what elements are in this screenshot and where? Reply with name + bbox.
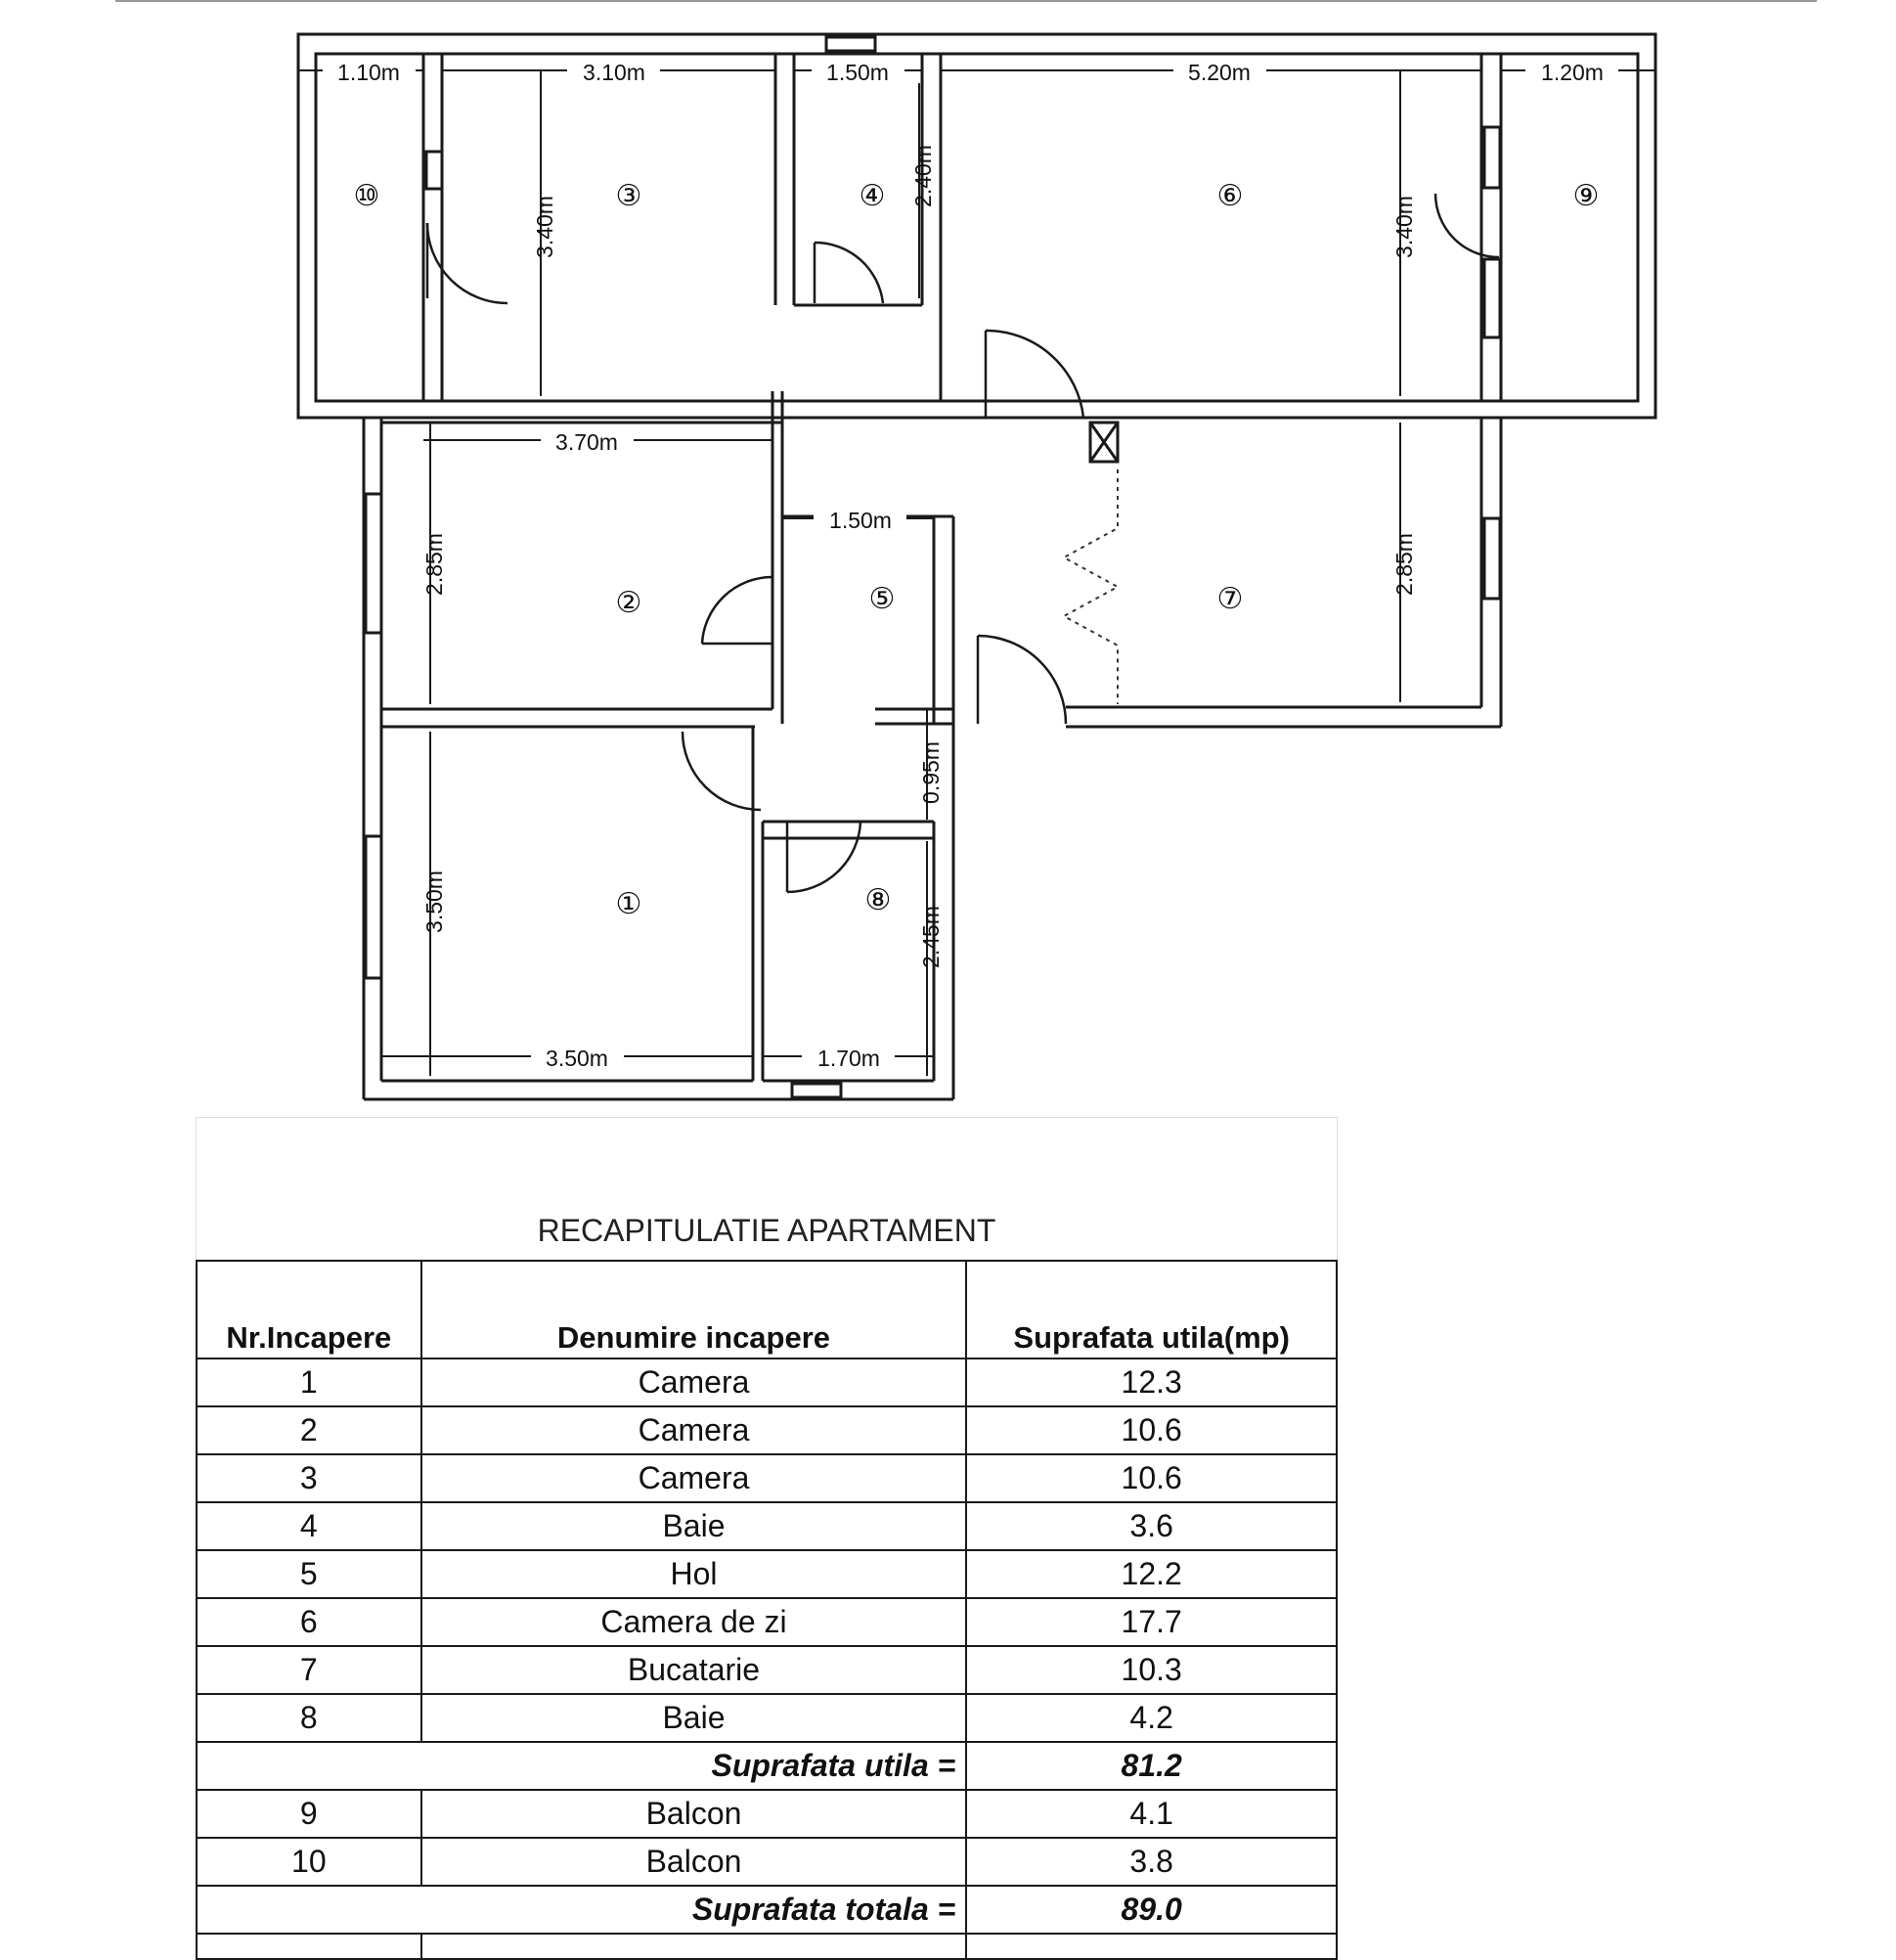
cell-area: 3.8: [965, 1837, 1338, 1887]
room-number-5: ⑤: [869, 583, 896, 615]
cut-cell: [965, 1933, 1338, 1960]
room-numbers: ① ② ③ ④ ⑤ ⑥ ⑦ ⑧ ⑨ ⑩: [354, 180, 1600, 920]
cell-area: 17.7: [965, 1597, 1338, 1647]
cell-area: 4.1: [965, 1789, 1338, 1839]
room-number-3: ③: [616, 180, 642, 212]
dim-room5-width: 1.50m: [829, 508, 892, 533]
room-number-9: ⑨: [1573, 180, 1600, 212]
useful-area-row: Suprafata utila = 81.2: [195, 1741, 1338, 1791]
dim-room4-width: 1.50m: [826, 60, 889, 85]
room-number-1: ①: [616, 888, 642, 920]
total-area-value: 89.0: [965, 1885, 1338, 1935]
cell-name: Baie: [419, 1693, 968, 1743]
cell-nr: 7: [196, 1645, 422, 1695]
dim-hall-height: 0.95m: [918, 741, 944, 804]
cell-name: Bucatarie: [419, 1645, 968, 1695]
dim-room3-height: 3.40m: [532, 196, 557, 258]
cut-cell: [196, 1933, 422, 1960]
cell-nr: 4: [196, 1501, 422, 1551]
cell-name: Camera de zi: [419, 1597, 968, 1647]
dim-room10-width: 1.10m: [337, 60, 400, 85]
room-number-7: ⑦: [1217, 583, 1244, 615]
dim-room6-width: 5.20m: [1188, 60, 1251, 85]
cell-name: Camera: [419, 1358, 968, 1407]
cell-nr: 6: [196, 1597, 422, 1647]
cell-name: Hol: [419, 1549, 968, 1599]
summary-panel: RECAPITULATIE APARTAMENT Nr.Incapere Den…: [195, 1117, 1338, 1960]
cell-area: 3.6: [965, 1501, 1338, 1551]
cell-name: Baie: [419, 1501, 968, 1551]
cell-area: 12.2: [965, 1549, 1338, 1599]
header-useful-area: Suprafata utila(mp): [965, 1260, 1338, 1359]
folding-door: [1061, 469, 1121, 704]
dim-room2-width: 3.70m: [555, 429, 618, 455]
cell-area: 10.6: [965, 1453, 1338, 1503]
useful-area-label: Suprafata utila =: [195, 1741, 968, 1791]
room-number-6: ⑥: [1217, 180, 1244, 212]
dim-room2-height: 2.85m: [421, 533, 447, 596]
cut-off-row: [196, 1933, 1338, 1960]
cell-area: 12.3: [965, 1358, 1338, 1407]
header-room-number: Nr.Incapere: [196, 1260, 422, 1359]
cell-nr: 1: [196, 1358, 422, 1407]
dim-room1-width: 3.50m: [546, 1046, 608, 1071]
room-number-10: ⑩: [354, 180, 380, 212]
dim-room7-height: 2.85m: [1391, 533, 1417, 596]
dim-room4-height: 2.40m: [910, 145, 936, 207]
cut-cell: [419, 1933, 968, 1960]
dim-room8-width: 1.70m: [817, 1046, 880, 1071]
dimension-labels: 1.10m 3.10m 1.50m 5.20m 1.20m 3.40m 2.40…: [323, 59, 1618, 1071]
header-room-name: Denumire incapere: [419, 1260, 968, 1359]
total-area-label: Suprafata totala =: [195, 1885, 968, 1935]
dim-room6-height: 3.40m: [1391, 196, 1417, 258]
cell-nr: 3: [196, 1453, 422, 1503]
summary-title: RECAPITULATIE APARTAMENT: [537, 1213, 996, 1248]
dim-room8-height: 2.45m: [918, 906, 944, 968]
dimension-lines: [298, 69, 1655, 1076]
cell-name: Balcon: [419, 1837, 968, 1887]
summary-table: Nr.Incapere Denumire incapere Suprafata …: [195, 1260, 1338, 1960]
useful-area-value: 81.2: [965, 1741, 1338, 1791]
room-number-4: ④: [860, 180, 886, 212]
room-number-8: ⑧: [865, 884, 892, 916]
door-swings: [425, 193, 1500, 894]
cell-name: Balcon: [419, 1789, 968, 1839]
floor-plan: 1.10m 3.10m 1.50m 5.20m 1.20m 3.40m 2.40…: [115, 0, 1817, 1101]
cell-area: 10.6: [965, 1405, 1338, 1455]
table-header-row: Nr.Incapere Denumire incapere Suprafata …: [196, 1260, 1338, 1359]
cell-area: 10.3: [965, 1645, 1338, 1695]
room-number-2: ②: [616, 587, 642, 619]
total-area-row: Suprafata totala = 89.0: [195, 1885, 1338, 1935]
dim-room9-width: 1.20m: [1541, 60, 1604, 85]
cell-nr: 5: [196, 1549, 422, 1599]
cell-nr: 8: [196, 1693, 422, 1743]
cell-area: 4.2: [965, 1693, 1338, 1743]
walls: [296, 32, 1657, 1101]
cell-nr: 2: [196, 1405, 422, 1455]
cell-nr: 10: [196, 1837, 422, 1887]
summary-title-frame: [196, 1117, 1338, 1261]
dim-room1-height: 3.50m: [421, 870, 447, 933]
dim-room3-width: 3.10m: [583, 60, 645, 85]
cell-name: Camera: [419, 1453, 968, 1503]
cell-nr: 9: [196, 1789, 422, 1839]
cell-name: Camera: [419, 1405, 968, 1455]
